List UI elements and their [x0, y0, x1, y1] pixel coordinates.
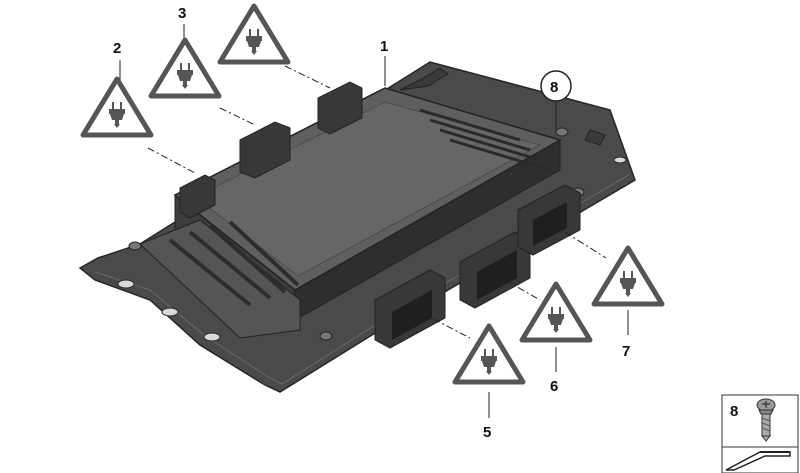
- callout-2: 2: [113, 40, 121, 57]
- control-unit-housing: [128, 87, 585, 341]
- connector-triangle-7: [591, 245, 665, 307]
- front-connectors: [374, 184, 581, 349]
- rear-connectors: [179, 81, 363, 219]
- detail-box-screw: 8: [721, 394, 799, 448]
- callout-5: 5: [483, 424, 491, 441]
- callout-7: 7: [622, 343, 630, 360]
- svg-text:8: 8: [550, 79, 558, 96]
- circled-callout-8: 8: [540, 70, 572, 102]
- connector-triangle-5: [452, 323, 526, 385]
- parts-outline-icon: [725, 451, 791, 471]
- connector-triangle-3: [148, 37, 222, 99]
- callout-3: 3: [178, 5, 186, 22]
- torx-screw-icon: [756, 398, 776, 442]
- connector-triangle-2: [80, 76, 154, 138]
- connector-triangle-4: [217, 3, 291, 65]
- detail-box-number: 8: [730, 403, 738, 420]
- corner-box: [721, 446, 799, 473]
- callout-1: 1: [380, 38, 388, 55]
- connector-triangle-6: [519, 281, 593, 343]
- callout-6: 6: [550, 378, 558, 395]
